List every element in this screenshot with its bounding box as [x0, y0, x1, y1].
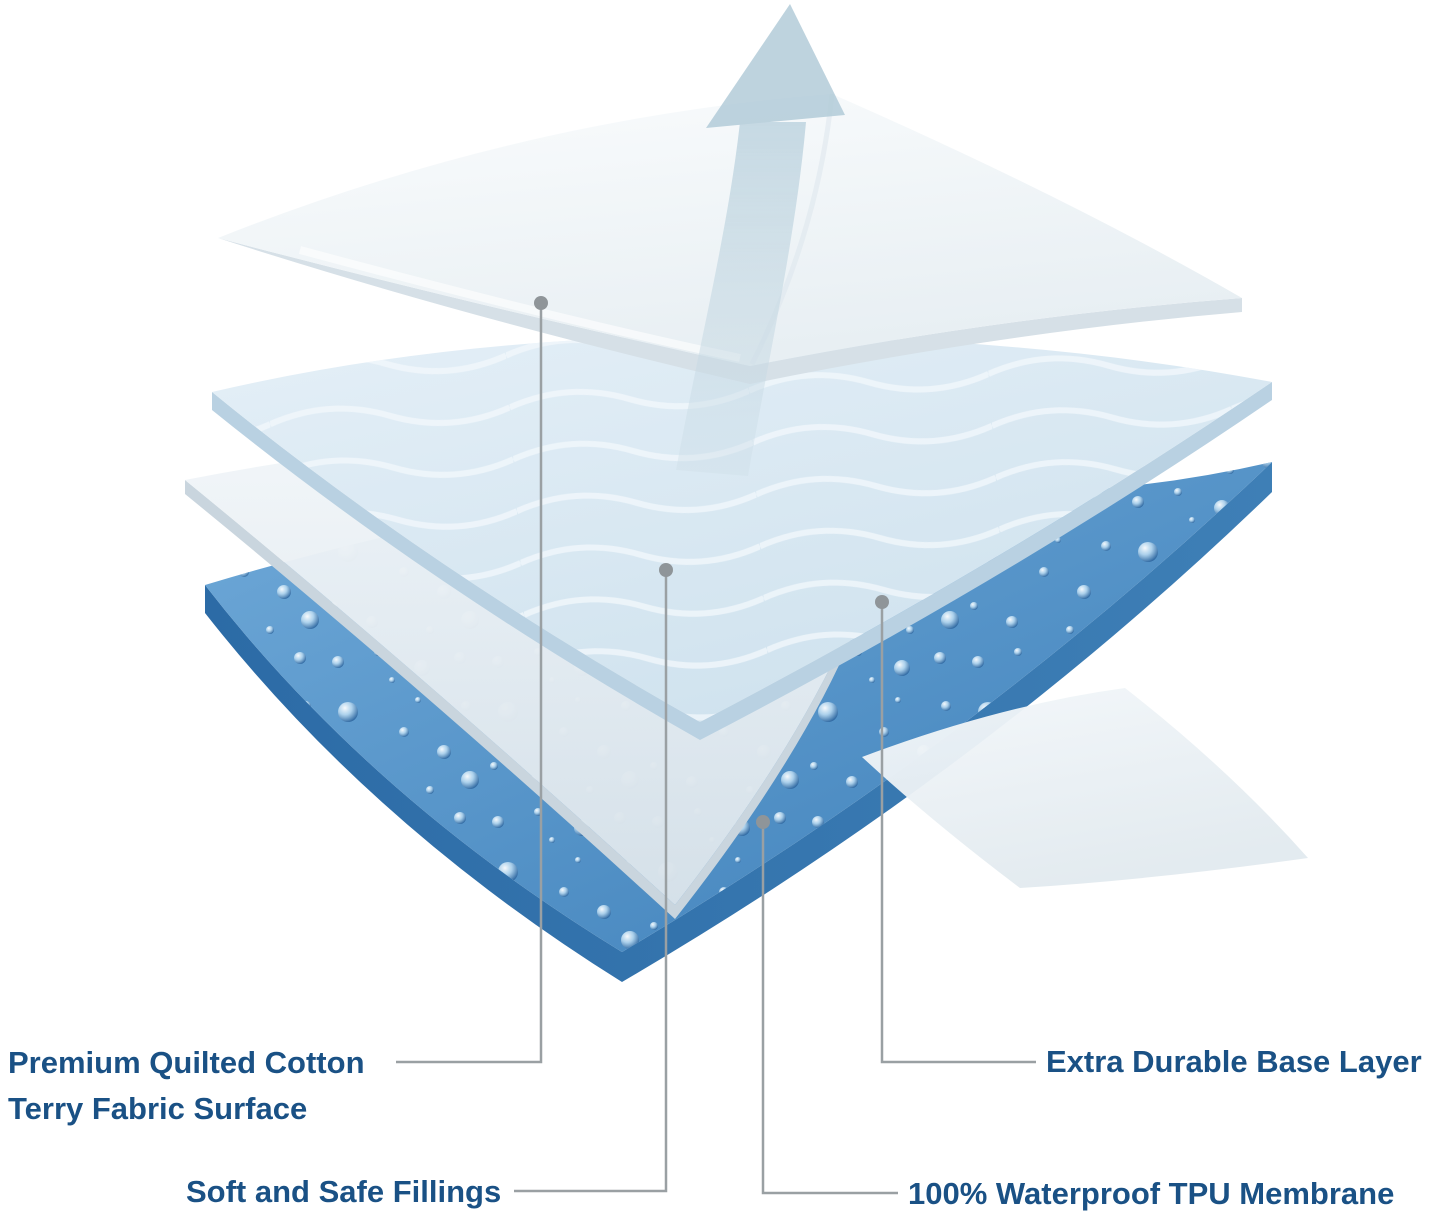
base-layer-side [205, 462, 1272, 982]
up-arrow-icon [676, 4, 845, 476]
label-premium-fabric-line1: Premium Quilted Cotton [8, 1045, 365, 1080]
flipped-corner-sheet [862, 688, 1308, 888]
up-arrow-shaft [676, 122, 806, 476]
label-premium-fabric-line2: Terry Fabric Surface [8, 1091, 308, 1126]
callout-membrane [756, 815, 898, 1195]
callout-lines [396, 296, 1036, 1195]
fillings-layer [212, 335, 1272, 740]
label-premium-fabric: Premium Quilted Cotton Terry Fabric Surf… [8, 1040, 365, 1132]
up-arrow-head [706, 4, 845, 128]
callout-fillings-dot [659, 563, 673, 577]
callout-premium-dot [534, 296, 548, 310]
label-base-layer: Extra Durable Base Layer [1046, 1044, 1422, 1079]
callout-base-dot [875, 595, 889, 609]
callout-membrane-dot [756, 815, 770, 829]
label-fillings: Soft and Safe Fillings [186, 1174, 502, 1209]
callout-premium [396, 296, 548, 1064]
callout-fillings [514, 563, 673, 1193]
base-layer [205, 462, 1272, 982]
callout-base [875, 595, 1036, 1064]
fillings-layer-side [212, 382, 1272, 740]
label-membrane: 100% Waterproof TPU Membrane [908, 1176, 1395, 1211]
